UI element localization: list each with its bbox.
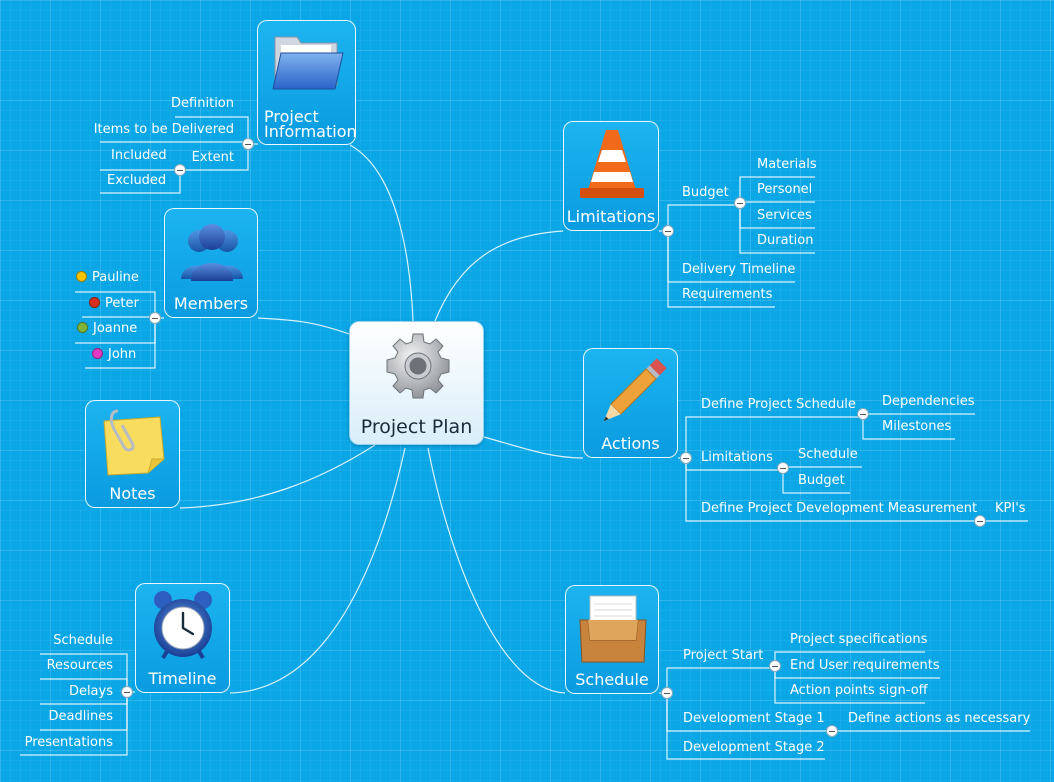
label-action-budget[interactable]: Budget [798,473,845,488]
gear-icon [386,333,450,399]
label-define-actions-as-necessary[interactable]: Define actions as necessary [848,711,1031,726]
topic-notes[interactable]: Notes [85,400,180,508]
traffic-cone-icon [580,130,644,198]
topic-project-information[interactable]: Project Information [257,20,357,145]
label-duration[interactable]: Duration [757,233,814,248]
label-excluded[interactable]: Excluded [107,173,167,188]
label-extent[interactable]: Extent [191,150,234,165]
topic-title: Timeline [148,669,217,688]
topic-title: Actions [601,434,660,453]
collapse-node-project-info[interactable] [242,138,254,150]
collapse-node-measurement[interactable] [974,515,986,527]
folder-icon [272,36,344,90]
users-icon [181,224,243,281]
topic-schedule[interactable]: Schedule [565,585,659,694]
pencil-icon [603,358,667,422]
label-define-project-schedule[interactable]: Define Project Schedule [701,397,856,412]
member-pauline[interactable]: Pauline [76,270,139,286]
label-action-points-sign-off[interactable]: Action points sign-off [790,683,928,698]
topic-title: Limitations [566,207,656,226]
member-peter[interactable]: Peter [89,296,139,312]
topic-timeline[interactable]: Timeline [135,583,230,693]
topic-title: Project Information [264,107,357,141]
collapse-node-extent[interactable] [174,164,186,176]
collapse-node-limitations[interactable] [662,225,674,237]
member-joanne[interactable]: Joanne [77,321,137,337]
collapse-node-members[interactable] [149,312,161,324]
central-topic-title: Project Plan [360,416,473,438]
collapse-node-schedule[interactable] [661,687,673,699]
label-presentations[interactable]: Presentations [24,735,113,750]
magenta-dot-icon [92,348,103,359]
label-schedule[interactable]: Schedule [53,633,113,648]
topic-title: Members [173,294,249,313]
collapse-node-action-limitations[interactable] [777,462,789,474]
collapse-node-stage1[interactable] [826,725,838,737]
yellow-dot-icon [76,271,87,282]
topic-limitations[interactable]: Limitations [563,121,659,231]
green-dot-icon [77,322,88,333]
label-resources[interactable]: Resources [46,658,113,673]
label-services[interactable]: Services [757,208,812,223]
label-items-to-be-delivered[interactable]: Items to be Delivered [93,122,234,137]
label-project-start[interactable]: Project Start [683,648,764,663]
label-define-project-development-measurement[interactable]: Define Project Development Measurement [701,501,978,516]
collapse-node-define-schedule[interactable] [857,408,869,420]
label-development-stage-1[interactable]: Development Stage 1 [683,711,825,726]
label-dependencies[interactable]: Dependencies [882,394,975,409]
alarm-clock-icon [154,591,212,660]
central-topic-project-plan[interactable]: Project Plan [349,321,484,445]
label-end-user-requirements[interactable]: End User requirements [790,658,940,673]
label-project-specifications[interactable]: Project specifications [790,632,928,647]
label-milestones[interactable]: Milestones [882,419,952,434]
collapse-node-project-start[interactable] [769,660,781,672]
label-materials[interactable]: Materials [757,157,817,172]
collapse-node-timeline[interactable] [121,686,133,698]
label-kpis[interactable]: KPI's [995,501,1026,516]
label-budget[interactable]: Budget [682,185,729,200]
topic-title: Notes [109,484,156,503]
label-requirements[interactable]: Requirements [682,287,773,302]
label-development-stage-2[interactable]: Development Stage 2 [683,740,825,755]
inbox-tray-icon [579,595,647,663]
red-dot-icon [89,297,100,308]
topic-actions[interactable]: Actions [583,348,678,458]
label-action-limitations[interactable]: Limitations [701,450,773,465]
label-deadlines[interactable]: Deadlines [48,709,113,724]
label-included[interactable]: Included [111,148,167,163]
label-delivery-timeline[interactable]: Delivery Timeline [682,262,796,277]
collapse-node-actions[interactable] [680,452,692,464]
topic-title: Schedule [575,670,649,689]
label-action-schedule[interactable]: Schedule [798,447,858,462]
label-definition[interactable]: Definition [171,96,234,111]
member-john[interactable]: John [92,347,136,363]
sticky-note-icon [103,409,165,476]
topic-members[interactable]: Members [164,208,258,318]
collapse-node-budget[interactable] [734,197,746,209]
label-delays[interactable]: Delays [68,684,113,699]
label-personel[interactable]: Personel [757,182,813,197]
